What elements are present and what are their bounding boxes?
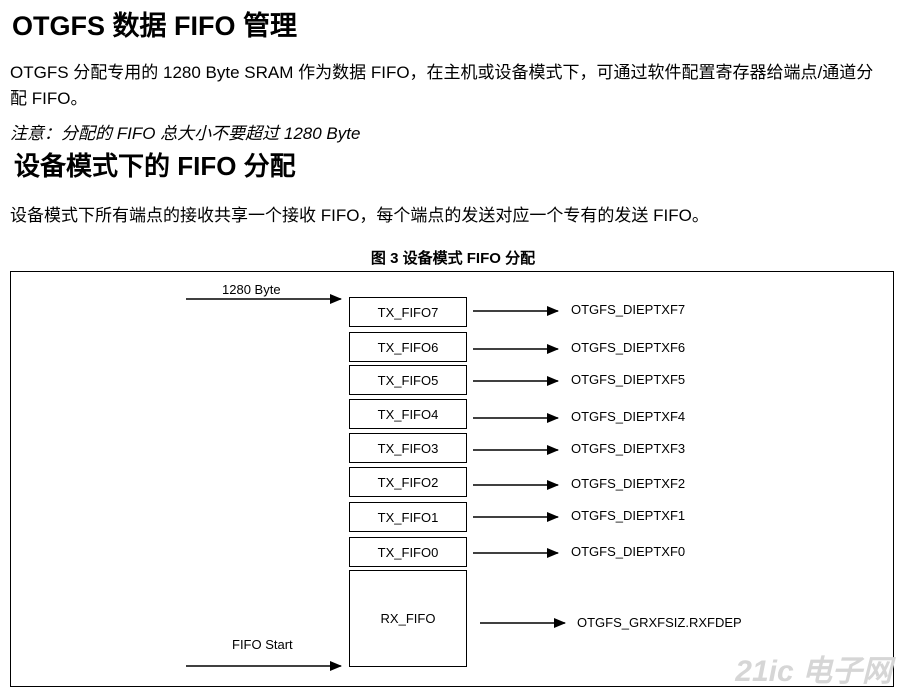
note-text: 注意：分配的 FIFO 总大小不要超过 1280 Byte	[10, 124, 361, 143]
section-heading: 设备模式下的 FIFO 分配	[14, 151, 296, 181]
tx-fifo-box: TX_FIFO4	[349, 399, 467, 429]
tx-register-label: OTGFS_DIEPTXF0	[571, 544, 686, 559]
figure-caption: 图 3 设备模式 FIFO 分配	[370, 250, 536, 267]
bottom-input-label: FIFO Start	[232, 637, 293, 652]
tx-register-label: OTGFS_DIEPTXF3	[571, 441, 686, 456]
watermark: 21ic 电子网	[735, 655, 892, 688]
tx-register-label: OTGFS_DIEPTXF5	[571, 372, 686, 387]
section-paragraph: 设备模式下所有端点的接收共享一个接收 FIFO，每个端点的发送对应一个专有的发送…	[10, 206, 709, 225]
tx-fifo-box: TX_FIFO0	[349, 537, 467, 567]
tx-fifo-box: TX_FIFO1	[349, 502, 467, 532]
figure-frame	[10, 271, 894, 687]
tx-register-label: OTGFS_DIEPTXF2	[571, 476, 686, 491]
rx-register-label: OTGFS_GRXFSIZ.RXFDEP	[577, 615, 742, 630]
tx-register-label: OTGFS_DIEPTXF1	[571, 508, 686, 523]
intro-paragraph: OTGFS 分配专用的 1280 Byte SRAM 作为数据 FIFO，在主机…	[10, 63, 874, 108]
tx-fifo-box: TX_FIFO7	[349, 297, 467, 327]
tx-fifo-box: TX_FIFO6	[349, 332, 467, 362]
page-title: OTGFS 数据 FIFO 管理	[12, 11, 297, 41]
tx-fifo-box: TX_FIFO2	[349, 467, 467, 497]
tx-register-label: OTGFS_DIEPTXF7	[571, 302, 686, 317]
tx-register-label: OTGFS_DIEPTXF6	[571, 340, 686, 355]
top-input-label: 1280 Byte	[222, 282, 281, 297]
rx-fifo-label: RX_FIFO	[380, 611, 436, 626]
tx-fifo-box: TX_FIFO3	[349, 433, 467, 463]
tx-register-label: OTGFS_DIEPTXF4	[571, 409, 686, 424]
rx-fifo-box: RX_FIFO	[349, 570, 467, 667]
tx-fifo-box: TX_FIFO5	[349, 365, 467, 395]
